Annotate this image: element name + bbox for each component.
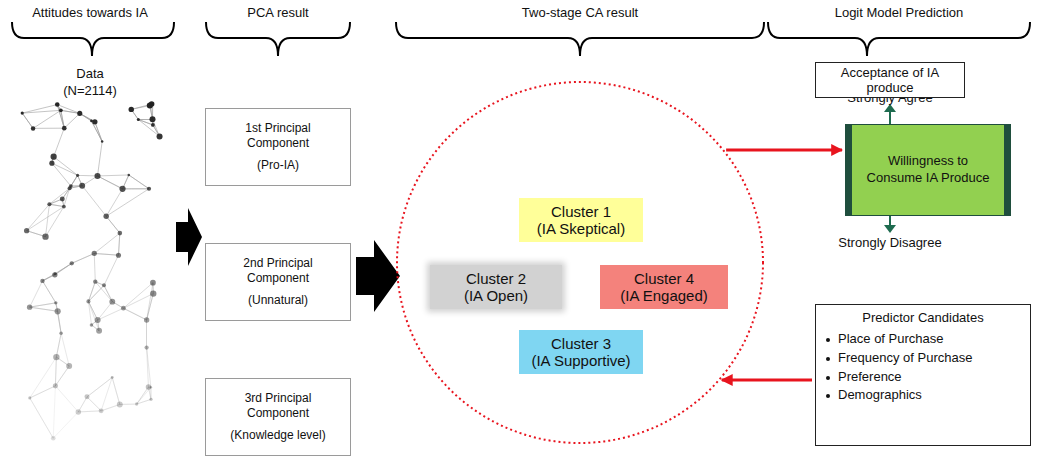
box-text: Cluster 4 [634, 270, 694, 287]
brace [12, 22, 1030, 56]
box-text: (IA Open) [464, 287, 528, 304]
list-item: Place of Purchase [838, 331, 944, 346]
box-text: (Unnatural) [248, 293, 308, 308]
column-header: PCA result [190, 5, 366, 20]
connector-arrow [722, 379, 812, 382]
box-text: Cluster 1 [551, 203, 611, 220]
box-text: (Knowledge level) [230, 428, 325, 443]
box-text: Cluster 2 [466, 270, 526, 287]
box-text: (IA Engaged) [620, 287, 708, 304]
list-item: Preference [838, 369, 902, 384]
column-header: Logit Model Prediction [768, 5, 1030, 20]
outcome-scale-box: Willingness to Consume IA Produce [845, 124, 1011, 216]
box-text: Cluster 3 [551, 335, 611, 352]
block-arrow [356, 240, 400, 312]
bullet [826, 338, 830, 342]
annotation: Data [0, 66, 180, 81]
list-row: Place of Purchase [824, 330, 1022, 349]
column-header: Two-stage CA result [395, 5, 765, 20]
box-heading: Predictor Candidates [862, 310, 983, 325]
box-text: 1st Principal Component [224, 121, 332, 151]
cluster-box: Cluster 2(IA Open) [430, 265, 562, 309]
pca-box: 2nd Principal Component (Unnatural) [205, 243, 351, 321]
cluster-ring: Cluster 1(IA Skeptical) Cluster 2(IA Open… [395, 80, 765, 445]
box-text: 3rd Principal Component [224, 391, 332, 421]
box-text: (IA Skeptical) [537, 220, 625, 237]
network-illustration [21, 101, 163, 440]
box-text: (IA Supportive) [531, 352, 630, 369]
annotation: (N=2114) [0, 83, 180, 98]
list-item: Demographics [838, 387, 922, 402]
dotted-circle [395, 80, 765, 445]
predictor-box: Predictor CandidatesPlace of PurchaseFre… [815, 304, 1031, 446]
bullet [826, 357, 830, 361]
annotation: Strongly Disagree [800, 235, 980, 250]
pca-box: 3rd Principal Component (Knowledge level) [205, 378, 351, 456]
cluster-box: Cluster 3(IA Supportive) [519, 330, 643, 374]
bullet [826, 394, 830, 398]
cluster-box: Cluster 4(IA Engaged) [600, 265, 728, 309]
box-text: 2nd Principal Component [224, 256, 332, 286]
list-row: Preference [824, 368, 1022, 387]
list-row: Predictor Candidates [824, 309, 1022, 328]
box-text: (Pro-IA) [257, 158, 299, 173]
list-row: Frequency of Purchase [824, 349, 1022, 368]
column-header: Attitudes towards IA [0, 5, 180, 20]
list-row: Demographics [824, 386, 1022, 405]
box-text: Acceptance of IA produce [820, 65, 960, 95]
block-arrow [176, 208, 202, 266]
connector-arrow [726, 149, 842, 152]
bullet [826, 376, 830, 380]
list-item: Frequency of Purchase [838, 350, 972, 365]
cluster-box: Cluster 1(IA Skeptical) [519, 198, 643, 242]
outcome-box: Acceptance of IA produce [815, 62, 965, 98]
box-text: Willingness to Consume IA Produce [860, 153, 996, 187]
pca-box: 1st Principal Component (Pro-IA) [205, 108, 351, 186]
